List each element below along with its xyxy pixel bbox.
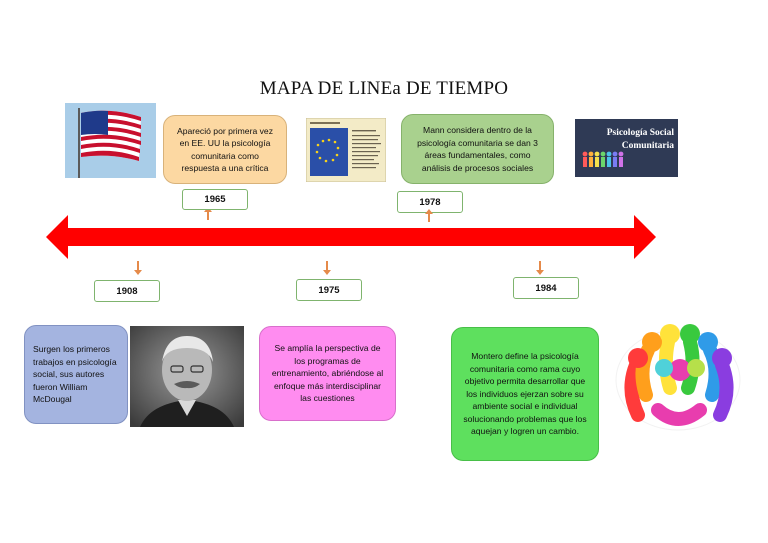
timeline-arrow (46, 215, 656, 259)
colorful-figures-image (615, 324, 741, 431)
year-1984: 1984 (513, 277, 579, 299)
event-1965-text: Apareció por primera vez en EE. UU la ps… (176, 125, 273, 174)
event-1908-text: Surgen los primeros trabajos en psicolog… (33, 344, 117, 405)
arrow-1984 (536, 261, 544, 275)
banner-line2: Comunitaria (621, 141, 674, 151)
year-1975: 1975 (296, 279, 362, 301)
year-1965: 1965 (182, 189, 248, 210)
banner-line1: Psicología Social (606, 128, 674, 138)
portrait-photo (130, 326, 244, 427)
event-1975-text: Se amplía la perspectiva de los programa… (271, 343, 384, 404)
page-title: MAPA DE LINEa DE TIEMPO (259, 78, 509, 99)
event-1984-text: Montero define la psicología comunitaria… (463, 351, 587, 437)
arrow-1975 (323, 261, 331, 275)
event-1984-box: Montero define la psicología comunitaria… (451, 327, 599, 461)
event-1978-text: Mann considera dentro de la psicología c… (417, 125, 538, 173)
arrow-1978 (425, 209, 433, 222)
event-1908-box: Surgen los primeros trabajos en psicolog… (24, 325, 128, 424)
eu-document-image (306, 118, 386, 182)
people-icon (582, 151, 624, 167)
year-1908: 1908 (94, 280, 160, 302)
event-1978-box: Mann considera dentro de la psicología c… (401, 114, 554, 184)
event-1975-box: Se amplía la perspectiva de los programa… (259, 326, 396, 421)
arrow-1908 (134, 261, 142, 275)
event-1965-box: Apareció por primera vez en EE. UU la ps… (163, 115, 287, 184)
us-flag-image (65, 103, 156, 178)
psicologia-social-banner: Psicología Social Comunitaria (575, 119, 678, 177)
